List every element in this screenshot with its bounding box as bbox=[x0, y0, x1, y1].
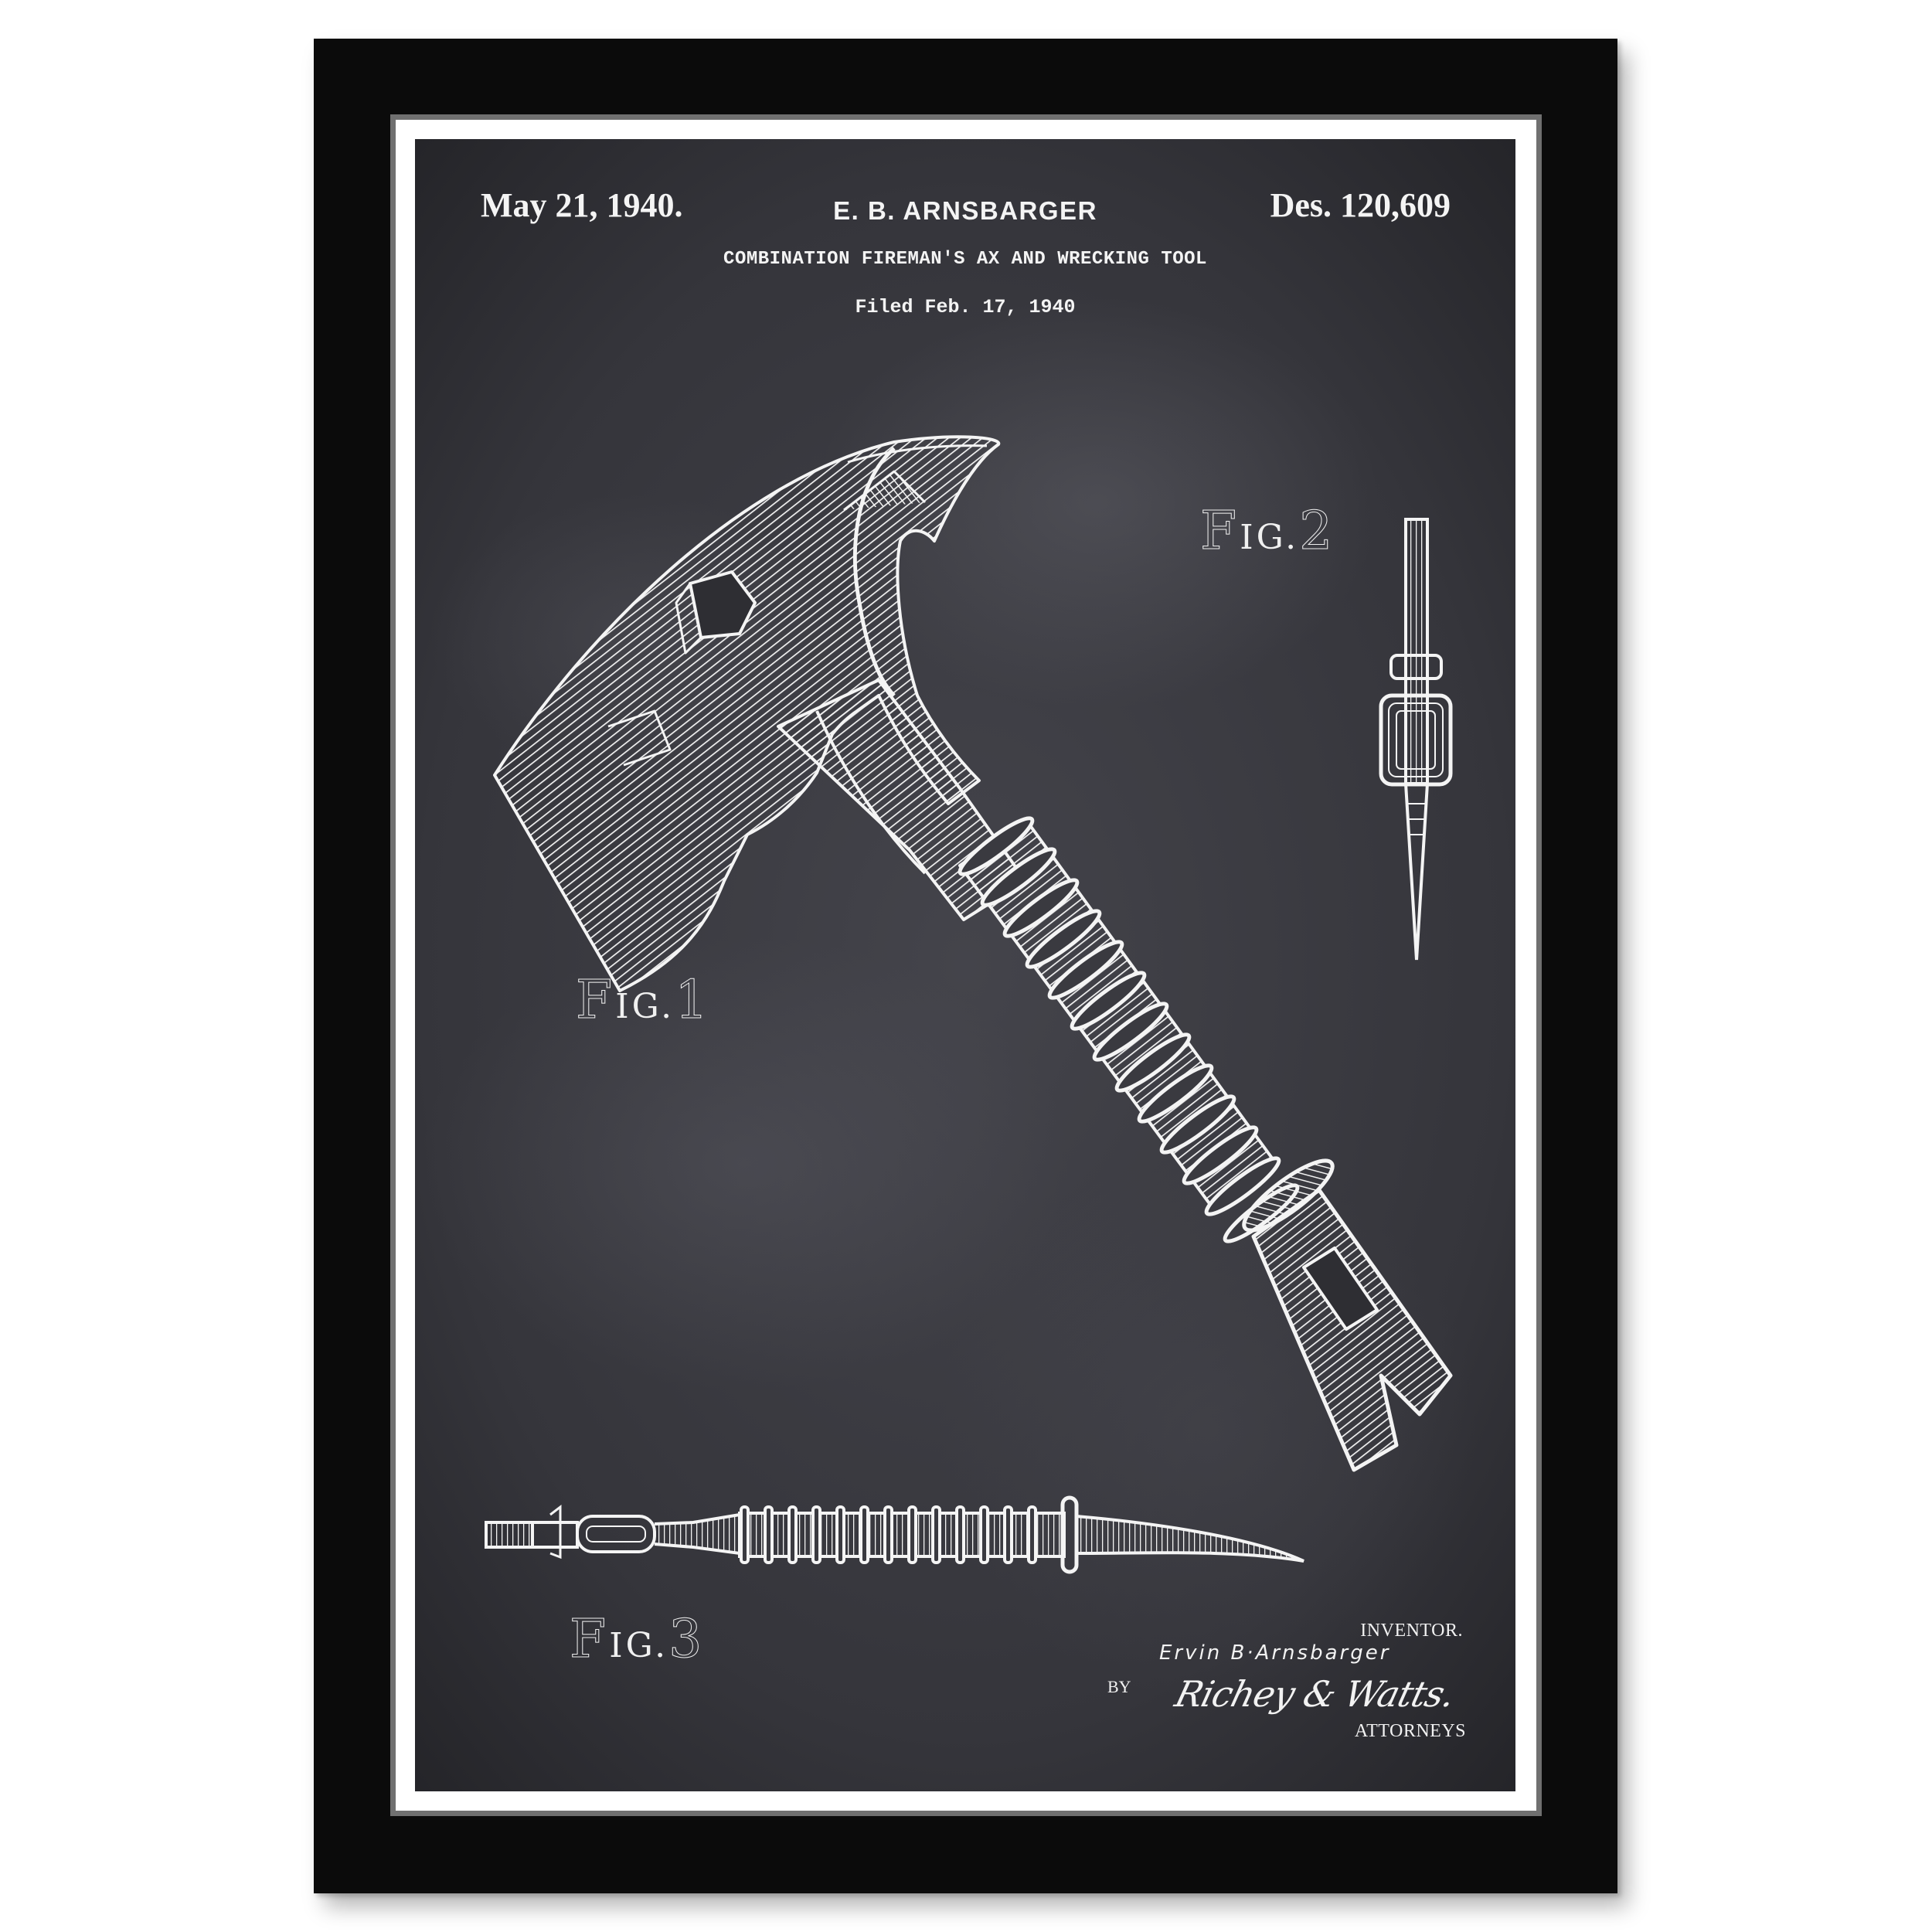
fig2-edge-view-drawing bbox=[1379, 518, 1453, 961]
attorney-signature: Richey & Watts. bbox=[1171, 1673, 1459, 1715]
patent-date: May 21, 1940. bbox=[481, 186, 683, 224]
filed-date: Filed Feb. 17, 1940 bbox=[855, 296, 1076, 318]
attorneys-label: ATTORNEYS bbox=[1354, 1721, 1466, 1741]
fig-1-label: FIG.1 bbox=[575, 970, 712, 1032]
patent-title: COMBINATION FIREMAN'S AX AND WRECKING TO… bbox=[723, 249, 1207, 270]
by-label: BY bbox=[1107, 1677, 1131, 1696]
inventor-label: INVENTOR. bbox=[1360, 1621, 1463, 1641]
fig-3-label: FIG.3 bbox=[569, 1609, 706, 1671]
fig1-axe-drawing bbox=[493, 435, 1453, 1472]
inventor-heading: E. B. ARNSBARGER bbox=[833, 196, 1097, 225]
fig3-side-view-drawing bbox=[485, 1495, 1304, 1574]
patent-drawings bbox=[485, 435, 1453, 1574]
patent-artwork: May 21, 1940. E. B. ARNSBARGER Des. 120,… bbox=[415, 139, 1515, 1791]
inventor-name: Ervin B·Arnsbarger bbox=[1159, 1641, 1391, 1665]
patent-number: Des. 120,609 bbox=[1270, 186, 1451, 224]
fig-2-label: FIG.2 bbox=[1199, 501, 1336, 563]
